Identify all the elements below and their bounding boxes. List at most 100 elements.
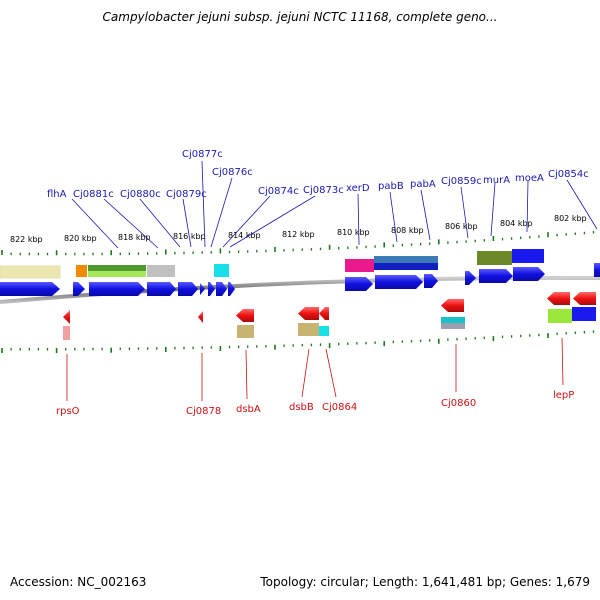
map-title: Campylobacter jejuni subsp. jejuni NCTC … [102,10,498,24]
forward-gene-arrow [465,271,476,285]
forward-gene-arrow [200,283,205,295]
gene-label-murA: murA [483,175,510,186]
scale-label: 804 kbp [500,219,533,228]
label-connector [222,195,271,248]
gene-label-Cj0873c: Cj0873c [303,185,344,196]
label-connector [490,182,496,237]
reverse-gene-arrow [573,292,596,305]
feature-bar-grey [147,265,175,277]
scale-label: 822 kbp [10,235,43,244]
feature-bar-cyan [214,264,229,277]
gene-label-Cj0880c: Cj0880c [120,189,161,200]
forward-gene-arrow [375,275,423,289]
label-connector [420,189,431,241]
forward-labels: flhA Cj0881c Cj0880c Cj0879c Cj0877c Cj0… [47,149,589,200]
label-connector [201,160,206,248]
gene-label-Cj0860: Cj0860 [441,398,476,409]
feature-bar-blue2 [572,307,596,321]
forward-gene-arrow [479,269,513,283]
feature-bar-yellow [0,265,61,279]
label-connector [229,195,316,248]
label-connector [103,198,159,249]
feature-bar-blue [512,249,544,263]
feature-bar-steelblue [374,256,438,263]
forward-gene-arrow [208,282,215,296]
reverse-gene-arrow [319,307,329,320]
reverse-gene-arrow [63,310,70,324]
scale-label: 814 kbp [228,231,261,240]
genome-summary-text: Topology: circular; Length: 1,641,481 bp… [260,575,590,589]
scale-label: 810 kbp [337,228,370,237]
reverse-gene-arrow [298,307,319,320]
reverse-label-lines [66,337,564,401]
gene-label-Cj0877c: Cj0877c [182,149,223,160]
label-connector [566,179,598,230]
scale-label: 818 kbp [118,233,151,242]
gene-label-Cj0879c: Cj0879c [166,189,207,200]
feature-bar-lime [548,309,572,323]
label-connector [71,198,119,249]
gene-label-lepP: lepP [553,390,574,401]
feature-bar-navy [374,263,438,270]
gene-label-Cj0874c: Cj0874c [258,186,299,197]
reverse-labels: rpsO Cj0878 dsbA dsbB Cj0864 Cj0860 lepP [56,390,574,417]
gene-label-Cj0876c: Cj0876c [212,167,253,178]
label-connector [325,348,337,398]
feature-bar-tan [298,323,319,336]
forward-gene-arrow [0,282,60,296]
reverse-gene-arrow [236,309,254,322]
gene-label-xerD: xerD [346,183,370,194]
scale-label: 808 kbp [391,226,424,235]
accession-text: Accession: NC_002163 [10,575,147,589]
feature-tracks [0,249,596,340]
scale-label: 806 kbp [445,222,478,231]
feature-bar-orange [76,265,87,277]
feature-bar-lightgreen [88,271,146,277]
gene-label-pabA: pabA [410,179,436,190]
scale-ticks-top [1,231,595,256]
label-connector [139,198,181,248]
forward-label-lines [71,160,598,249]
scale-label: 812 kbp [282,230,315,239]
label-connector [210,177,233,248]
scale-ticks-bottom [1,330,595,353]
reverse-genes [63,292,596,324]
gene-label-Cj0859c: Cj0859c [441,176,482,187]
forward-gene-arrow [424,274,438,288]
feature-bar-olive [477,251,512,265]
forward-gene-arrow [216,282,227,296]
forward-gene-arrow [73,282,85,296]
gene-label-pabB: pabB [378,181,404,192]
gene-label-flhA: flhA [47,189,67,200]
gene-label-dsbB: dsbB [289,402,314,413]
feature-bar-cyan2 [319,326,329,336]
forward-gene-arrow [147,282,176,296]
forward-gene-arrow [513,267,545,281]
label-connector [561,337,564,386]
feature-bar-tan2 [237,325,254,338]
forward-gene-arrow [345,277,373,291]
gene-label-Cj0878: Cj0878 [186,406,221,417]
label-connector [357,193,360,246]
feature-bar-grey2 [441,323,465,329]
label-connector [389,191,398,243]
label-connector [460,186,469,239]
label-connector [182,198,192,248]
forward-gene-arrow [594,263,600,277]
feature-bar-magenta [345,259,374,272]
gene-label-Cj0881c: Cj0881c [73,189,114,200]
scale-label: 820 kbp [64,234,97,243]
forward-gene-arrow [178,282,198,296]
gene-label-Cj0854c: Cj0854c [548,169,589,180]
feature-bar-teal [441,317,465,323]
feature-bar-pink [63,326,70,340]
gene-label-rpsO: rpsO [56,406,80,417]
label-connector [245,349,248,400]
feature-bar-green [88,265,146,271]
reverse-gene-arrow [547,292,570,305]
label-connector [301,348,310,398]
reverse-gene-arrow [198,311,203,323]
gene-label-moeA: moeA [515,173,544,184]
reverse-gene-arrow [441,299,464,312]
